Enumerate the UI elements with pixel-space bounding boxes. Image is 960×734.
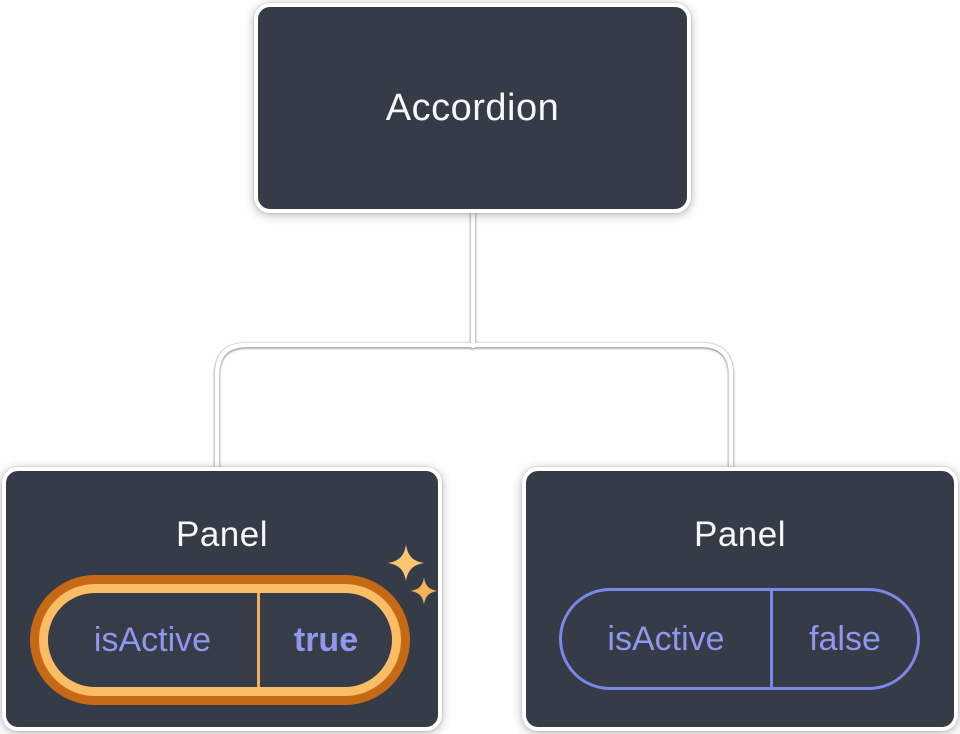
state-name: isActive (607, 619, 725, 658)
panel-node-active: Panel isActive true (2, 467, 442, 731)
state-pill-divider (257, 593, 260, 687)
state-pill-inactive: isActive false (559, 588, 920, 690)
connector-branch-line (214, 342, 734, 472)
state-value: true (293, 620, 359, 659)
accordion-node: Accordion (254, 3, 691, 213)
panel-node-inactive: Panel isActive false (522, 467, 958, 731)
state-value: false (809, 619, 881, 658)
sparkle-large-icon (387, 544, 425, 582)
sparkle-small-icon (410, 577, 438, 605)
state-name: isActive (93, 620, 212, 659)
state-pill-divider (770, 591, 773, 687)
state-pill-active: isActive true (39, 584, 401, 696)
accordion-node-label: Accordion (385, 86, 560, 129)
panel-title: Panel (693, 515, 787, 554)
panel-title: Panel (175, 515, 269, 554)
